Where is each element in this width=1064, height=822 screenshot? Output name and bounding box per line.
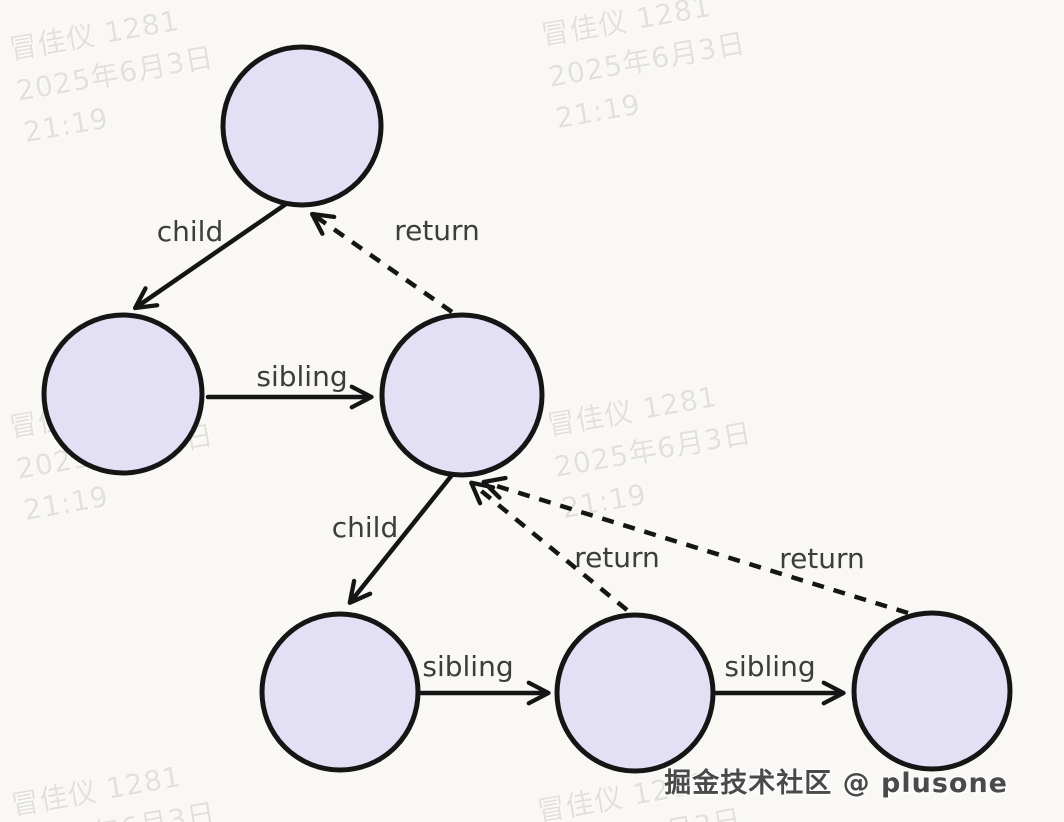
- edge-label-return-top: return: [394, 214, 480, 247]
- edge-label-return-second: return: [574, 541, 660, 574]
- edge-child-root-to-left: [132, 201, 289, 311]
- edge-label-sibling-level2: sibling: [256, 360, 347, 393]
- edge-label-child-top: child: [157, 215, 223, 248]
- node-level3-third: [851, 610, 1013, 772]
- edge-return-third-to-right: [481, 475, 909, 616]
- edge-return-right-to-root: [309, 211, 454, 314]
- edge-return-second-to-right: [469, 480, 629, 612]
- node-level2-left: [41, 312, 205, 476]
- node-level3-second: [554, 612, 716, 774]
- community-watermark: 掘金技术社区 @ plusone: [664, 768, 1008, 799]
- edge-label-sibling-second: sibling: [724, 650, 815, 683]
- edge-label-sibling-first: sibling: [422, 650, 513, 683]
- edge-child-right-to-first: [347, 472, 455, 605]
- edge-label-return-third: return: [779, 542, 865, 575]
- node-level2-right: [379, 312, 545, 478]
- node-level3-first: [259, 611, 421, 773]
- node-root: [220, 44, 384, 208]
- edge-label-child-level2: child: [332, 511, 398, 544]
